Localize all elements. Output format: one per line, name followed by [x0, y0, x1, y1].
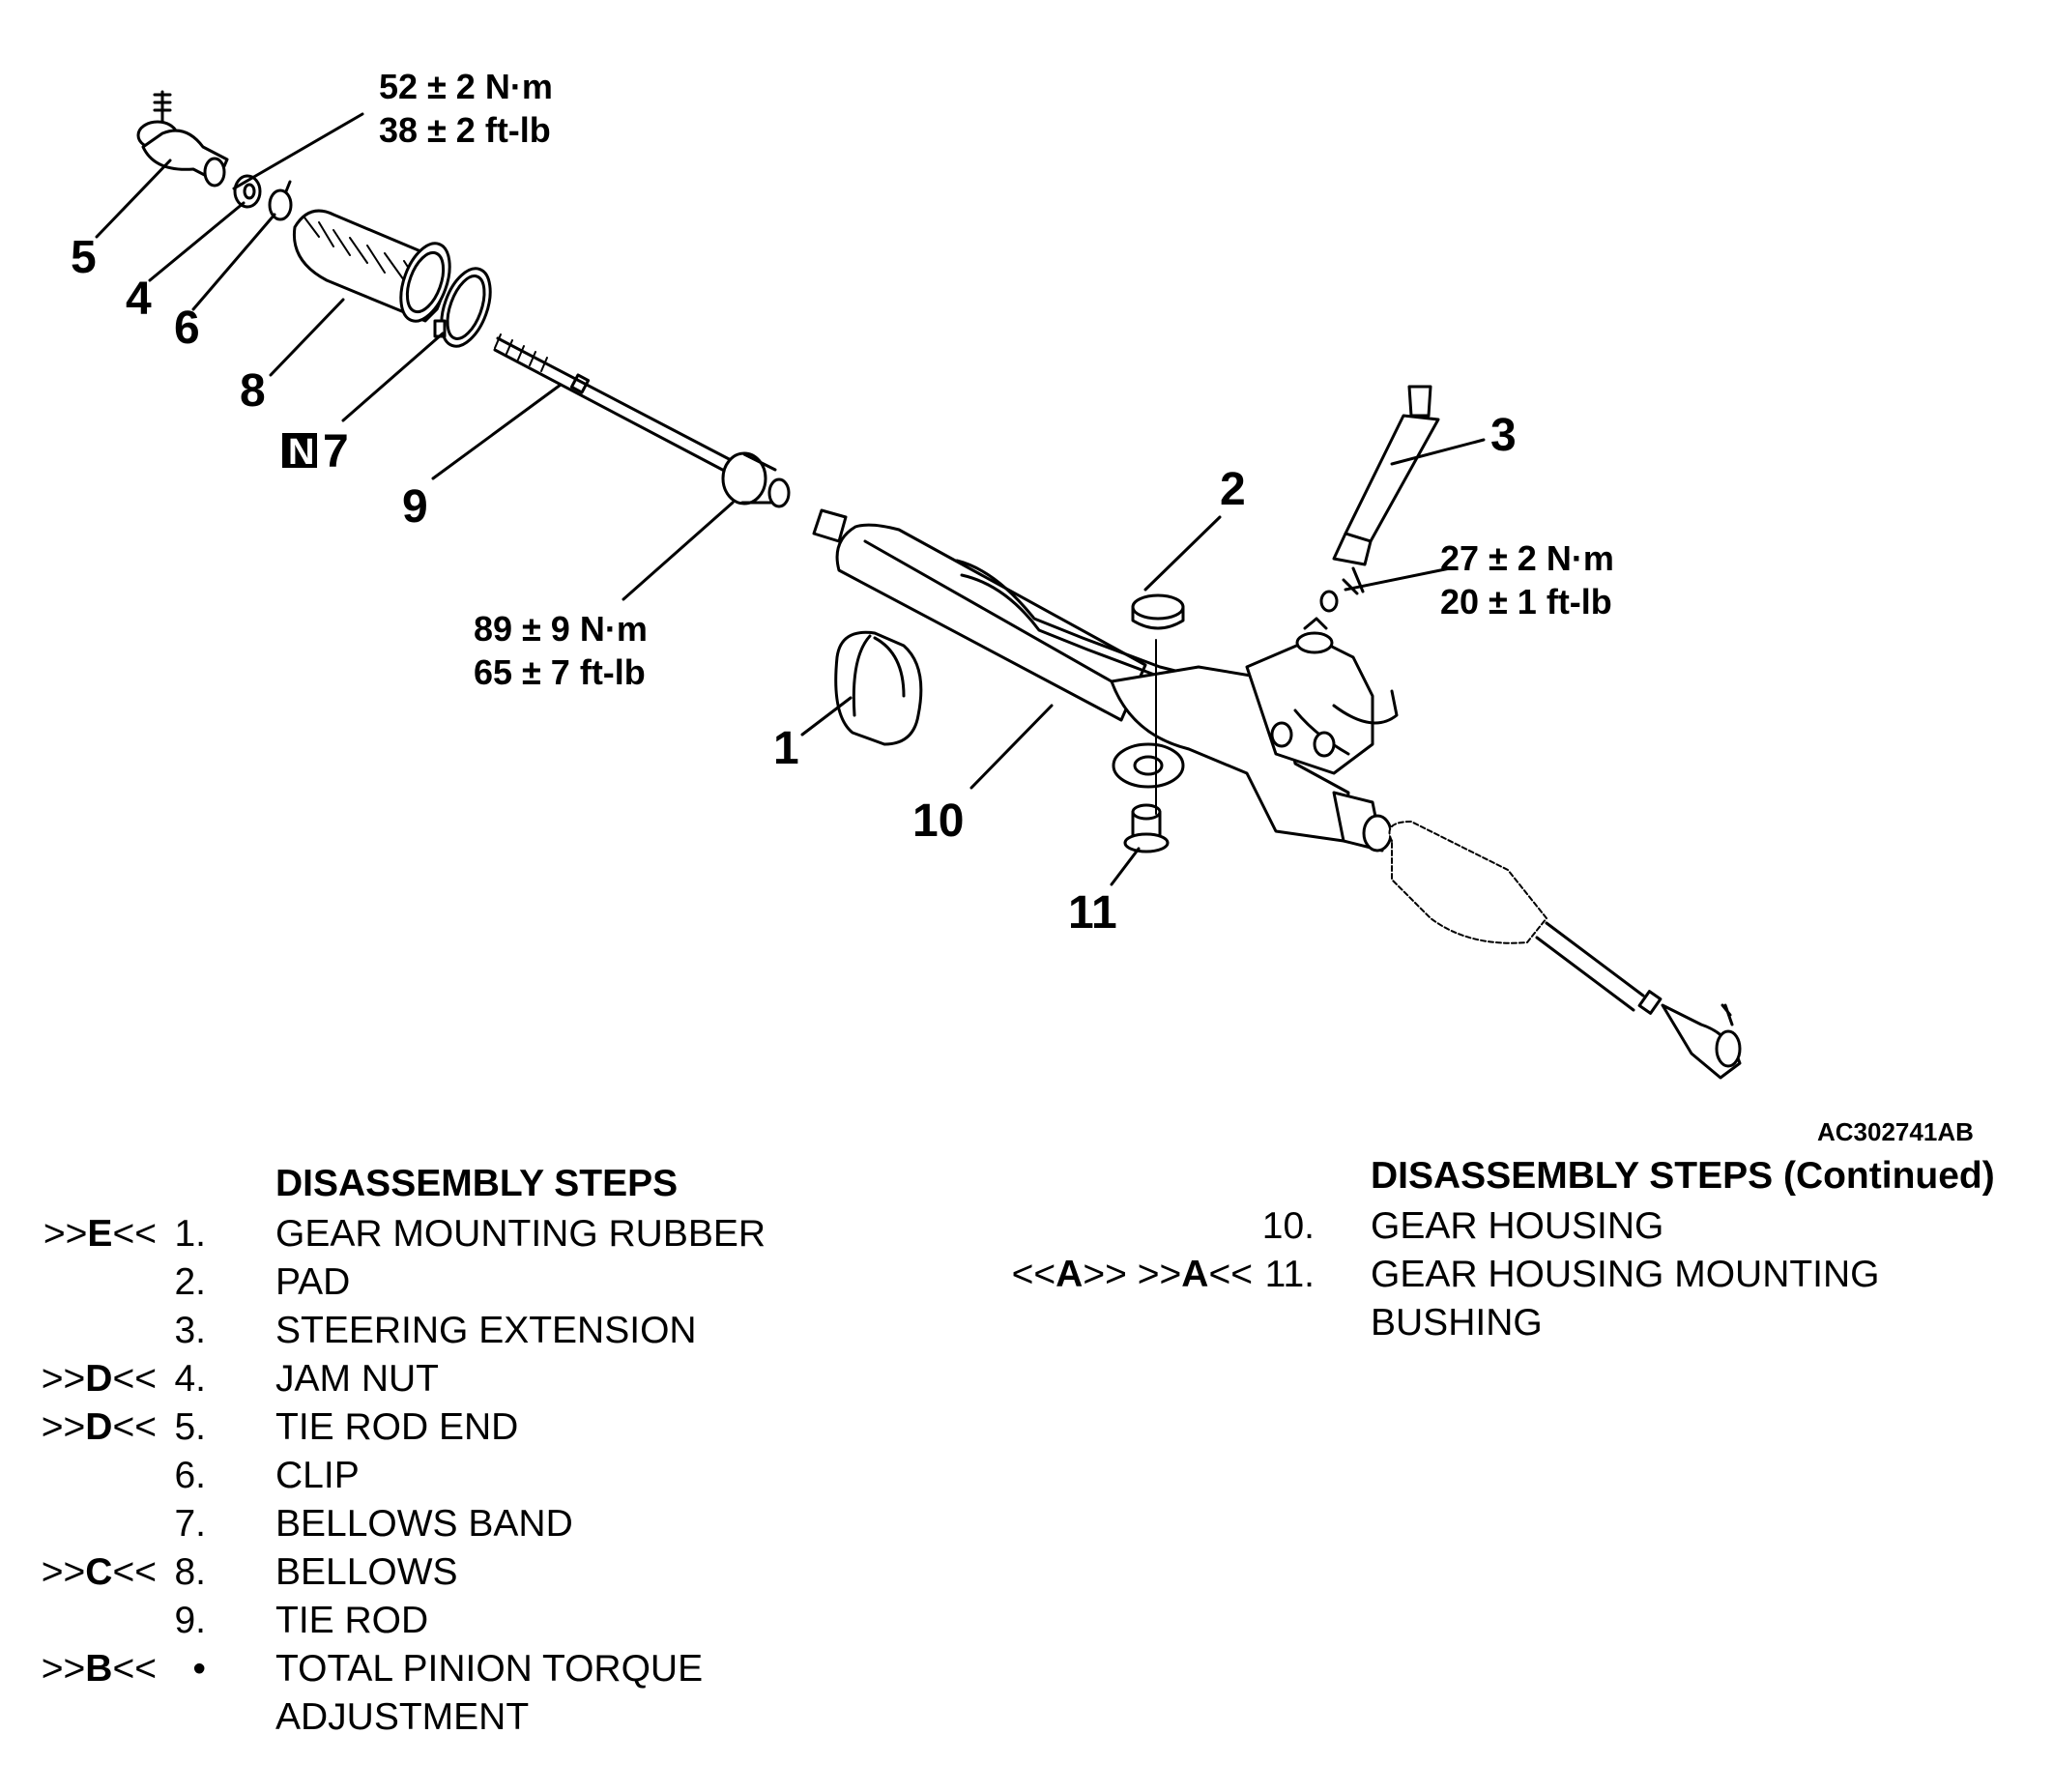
step-row: >>D<< 4. JAM NUT [0, 1355, 870, 1403]
step-number: 3. [174, 1310, 206, 1351]
step-label: BUSHING [1371, 1302, 1543, 1344]
service-point-marker: >>B<< [41, 1648, 157, 1690]
figure-id: AC302741AB [1817, 1117, 1974, 1146]
step-label-continuation: ADJUSTMENT [0, 1693, 870, 1742]
step-row: 10. GEAR HOUSING [967, 1202, 2053, 1251]
callout-4: 4 [126, 274, 152, 325]
step-label: TIE ROD END [275, 1406, 519, 1448]
leader-lines [95, 112, 1486, 886]
step-row: >>D<< 5. TIE ROD END [0, 1403, 870, 1452]
tie-rod-part [493, 333, 791, 508]
step-bullet: • [192, 1648, 206, 1690]
mounting-bushing-part [1123, 803, 1170, 853]
step-label: BELLOWS BAND [275, 1503, 573, 1545]
callout-8: 8 [240, 365, 266, 417]
step-number: 5. [174, 1406, 206, 1448]
bellows-left-part [292, 209, 451, 323]
step-label: TOTAL PINION TORQUE [275, 1648, 704, 1690]
step-row: 6. CLIP [0, 1452, 870, 1500]
torque-tie-rod-nm: 89 ± 9 N·m [474, 609, 648, 649]
service-point-marker: >>D<< [41, 1406, 157, 1448]
step-row: >>E<< 1. GEAR MOUNTING RUBBER [0, 1210, 870, 1258]
step-number: 8. [174, 1551, 206, 1593]
service-point-marker: >>E<< [43, 1213, 157, 1255]
bellows-right-part [1388, 821, 1742, 1080]
step-label: BELLOWS [275, 1551, 458, 1593]
step-number: 4. [174, 1358, 206, 1400]
step-label-continuation: BUSHING [967, 1299, 2053, 1347]
step-number: 9. [174, 1600, 206, 1641]
disassembly-steps-continued-list: DISASSEMBLY STEPS (Continued) 10. GEAR H… [967, 1152, 2053, 1347]
torque-tie-rod-ftlb: 65 ± 7 ft-lb [474, 652, 646, 692]
step-number: 10. [1261, 1205, 1315, 1247]
clip-part [268, 180, 293, 221]
callout-11: 11 [1068, 887, 1117, 939]
step-label: CLIP [275, 1455, 360, 1496]
gear-mounting-rubber-part [834, 630, 923, 746]
step-row: >>C<< 8. BELLOWS [0, 1548, 870, 1597]
callout-10: 10 [912, 795, 964, 847]
step-label: JAM NUT [275, 1358, 439, 1400]
service-point-marker: <<A>> >>A<< [1011, 1254, 1253, 1295]
step-row: >>B<< • TOTAL PINION TORQUE [0, 1645, 870, 1693]
callout-3: 3 [1490, 410, 1517, 461]
step-label: PAD [275, 1261, 351, 1303]
callout-2: 2 [1220, 464, 1246, 515]
step-number: 7. [174, 1503, 206, 1545]
steps-continued-heading: DISASSEMBLY STEPS (Continued) [1371, 1155, 1995, 1197]
steering-gear-exploded-diagram: 5 4 6 8 N 7 9 1 10 11 2 3 52 ± 2 N·m 38 … [71, 67, 1742, 1080]
step-label: TIE ROD [275, 1600, 429, 1641]
gear-housing-part [812, 508, 1399, 853]
step-number: 2. [174, 1261, 206, 1303]
new-part-badge [282, 433, 317, 468]
step-number: 11. [1264, 1254, 1315, 1295]
pad-part [1131, 593, 1185, 630]
disassembly-steps-list: DISASSEMBLY STEPS >>E<< 1. GEAR MOUNTING… [0, 1160, 870, 1742]
step-label: GEAR HOUSING MOUNTING [1371, 1254, 1880, 1295]
torque-extension-ftlb: 20 ± 1 ft-lb [1440, 582, 1612, 621]
step-row: 7. BELLOWS BAND [0, 1500, 870, 1548]
service-point-marker: >>C<< [41, 1551, 157, 1593]
step-row: 9. TIE ROD [0, 1597, 870, 1645]
step-label: ADJUSTMENT [275, 1696, 530, 1738]
step-row: 2. PAD [0, 1258, 870, 1307]
step-number: 6. [174, 1455, 206, 1496]
step-row: <<A>> >>A<< 11. GEAR HOUSING MOUNTING [967, 1251, 2053, 1299]
callout-7-badge-letter: N [288, 432, 314, 473]
step-label: GEAR HOUSING [1371, 1205, 1664, 1247]
step-number: 1. [174, 1213, 206, 1255]
torque-tie-rod-end-ftlb: 38 ± 2 ft-lb [379, 110, 551, 150]
torque-extension-nm: 27 ± 2 N·m [1440, 538, 1614, 578]
step-row: 3. STEERING EXTENSION [0, 1307, 870, 1355]
callout-7: 7 [323, 426, 349, 477]
callout-1: 1 [773, 723, 799, 774]
steps-heading: DISASSEMBLY STEPS [275, 1163, 679, 1204]
torque-tie-rod-end-nm: 52 ± 2 N·m [379, 67, 553, 106]
step-label: STEERING EXTENSION [275, 1310, 697, 1351]
callout-5: 5 [71, 232, 97, 283]
step-label: GEAR MOUNTING RUBBER [275, 1213, 766, 1255]
tie-rod-end-left-part [136, 90, 229, 188]
callout-6: 6 [174, 303, 200, 354]
callout-9: 9 [402, 481, 428, 533]
steering-extension-part [1319, 385, 1440, 613]
service-point-marker: >>D<< [41, 1358, 157, 1400]
